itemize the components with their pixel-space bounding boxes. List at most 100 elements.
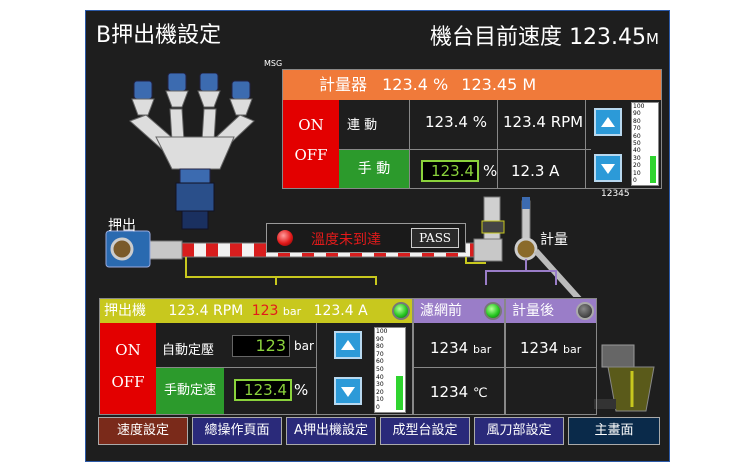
machine-speed-readout: 機台目前速度 123.45M <box>430 19 659 51</box>
metering-gauge-fill <box>650 155 656 183</box>
nav-overall-operation[interactable]: 總操作頁面 <box>192 417 282 445</box>
feeder-hopper-illustration <box>129 73 255 230</box>
gauge-tick-label: 0 <box>633 177 637 184</box>
after-meter-title: 計量後 <box>512 303 554 319</box>
nav-speed-settings[interactable]: 速度設定 <box>98 417 188 445</box>
metering-on-label: ON <box>298 116 324 134</box>
auto-pressure-label: 自動定壓 <box>162 343 215 358</box>
nav-main-screen[interactable]: 主畫面 <box>568 417 660 445</box>
gauge-tick-label: 100 <box>633 103 645 110</box>
after-pressure-value: 1234 <box>520 339 559 357</box>
manual-speed-label: 手動定速 <box>163 383 216 398</box>
extruder-panel: 押出機 123.4 RPM 123 bar 123.4 A ON OFF 自動定… <box>99 298 413 415</box>
nav-extruder-a-settings[interactable]: A押出機設定 <box>286 417 376 445</box>
gauge-tick-label: 50 <box>633 140 641 147</box>
gauge-tick-label: 30 <box>633 154 641 162</box>
filter-pressure-value: 1234 <box>430 339 469 357</box>
auto-pressure-input[interactable]: 123 <box>232 335 290 357</box>
extruder-gauge-fill <box>396 376 403 410</box>
pass-button[interactable]: PASS <box>411 228 459 248</box>
filter-pressure-unit: bar <box>472 343 492 356</box>
gauge-tick-label: 90 <box>633 110 641 118</box>
metering-up-button[interactable] <box>594 108 622 136</box>
metering-divider-v1 <box>409 100 410 188</box>
after-meter-panel: 計量後 1234 bar <box>505 298 597 415</box>
filter-temperature: 1234 ℃ <box>430 383 488 401</box>
gauge-tick-label: 0 <box>376 404 380 411</box>
metering-on-off-switch[interactable]: ON OFF <box>283 100 339 188</box>
metering-divider-v3 <box>585 100 586 188</box>
metering-meters: 123.45 M <box>461 75 537 94</box>
metering-manual-unit: % <box>483 162 498 180</box>
arrow-up-icon <box>601 117 615 127</box>
gauge-tick-label: 80 <box>376 343 384 351</box>
page-title: B押出機設定 <box>96 23 222 48</box>
speed-label: 機台目前速度 <box>430 25 563 50</box>
auto-pressure-unit: bar <box>294 339 314 353</box>
gauge-tick-label: 100 <box>376 328 388 335</box>
hmi-screen: B押出機設定 機台目前速度 123.45M MSG <box>85 10 670 462</box>
metering-off-label: OFF <box>294 146 328 164</box>
filter-temp-unit: ℃ <box>472 386 488 401</box>
gauge-tick-label: 50 <box>376 366 384 373</box>
after-meter-pressure: 1234 bar <box>520 339 581 357</box>
extruder-title: 押出機 <box>104 303 146 319</box>
metering-down-button[interactable] <box>594 154 622 182</box>
metering-divider-h <box>339 149 591 150</box>
metering-link-label: 連 動 <box>347 118 378 133</box>
filter-status-lamp-icon <box>484 302 502 320</box>
metering-link-value: 123.4 % <box>425 113 487 131</box>
speed-value: 123.45 <box>569 25 647 50</box>
manual-speed-button[interactable]: 手動定速 <box>156 368 224 414</box>
extruder-bar-value: 123 <box>251 303 279 319</box>
mixer-illustration <box>594 344 655 412</box>
metering-header: 計量器 123.4 % 123.45 M <box>283 70 661 100</box>
extruder-on-off-switch[interactable]: ON OFF <box>100 323 156 414</box>
gauge-tick-label: 70 <box>633 125 641 133</box>
gauge-tick-label: 80 <box>633 117 641 125</box>
filter-divider <box>414 367 504 368</box>
metering-divider-v2 <box>497 100 498 188</box>
manual-speed-unit: % <box>294 381 309 399</box>
extruder-on-label: ON <box>115 341 141 359</box>
filter-front-panel: 濾網前 1234 bar 1234 ℃ <box>413 298 505 415</box>
gauge-tick-label: 60 <box>633 132 641 140</box>
title-bar: B押出機設定 機台目前速度 123.45M <box>86 11 669 55</box>
extruder-off-label: OFF <box>111 373 145 391</box>
gauge-tick-label: 20 <box>633 162 641 170</box>
after-meter-divider <box>506 367 596 368</box>
meter-line-label: 計量 <box>540 232 568 248</box>
arrow-down-icon <box>341 387 355 397</box>
temp-alarm-lamp-icon <box>277 230 293 246</box>
nav-forming-table-settings[interactable]: 成型台設定 <box>380 417 470 445</box>
gauge-tick-label: 60 <box>376 358 384 366</box>
manual-speed-input[interactable]: 123.4 <box>234 379 292 401</box>
extruder-up-button[interactable] <box>334 331 362 359</box>
metering-manual-input[interactable]: 123.4 <box>421 160 479 182</box>
gauge-tick-label: 40 <box>376 373 384 381</box>
metering-pump-panel: 計量器 123.4 % 123.45 M ON OFF 連 動 123.4 % … <box>282 69 662 189</box>
extruder-status-lamp-icon <box>392 302 410 320</box>
extruder-line-label: 押出 <box>108 218 136 234</box>
gauge-tick-label: 40 <box>633 147 641 155</box>
gauge-tick-label: 10 <box>376 396 384 404</box>
gauge-tick-label: 90 <box>376 335 384 343</box>
speed-unit: M <box>646 30 659 48</box>
extruder-down-button[interactable] <box>334 377 362 405</box>
gauge-tick-label: 20 <box>376 388 384 396</box>
metering-title: 計量器 <box>319 75 368 94</box>
counter-display: 12345 <box>601 189 630 199</box>
arrow-up-icon <box>341 340 355 350</box>
after-meter-lamp-icon <box>576 302 594 320</box>
temperature-warning-box: 溫度未到達 PASS <box>266 223 466 253</box>
nav-air-knife-settings[interactable]: 風刀部設定 <box>474 417 564 445</box>
gauge-tick-label: 30 <box>376 381 384 389</box>
filter-pressure: 1234 bar <box>430 339 491 357</box>
metering-manual-button[interactable]: 手 動 <box>339 150 409 188</box>
metering-percent: 123.4 % <box>382 75 449 94</box>
extruder-divider-h <box>156 367 316 368</box>
gauge-tick-label: 70 <box>376 350 384 358</box>
arrow-down-icon <box>601 164 615 174</box>
